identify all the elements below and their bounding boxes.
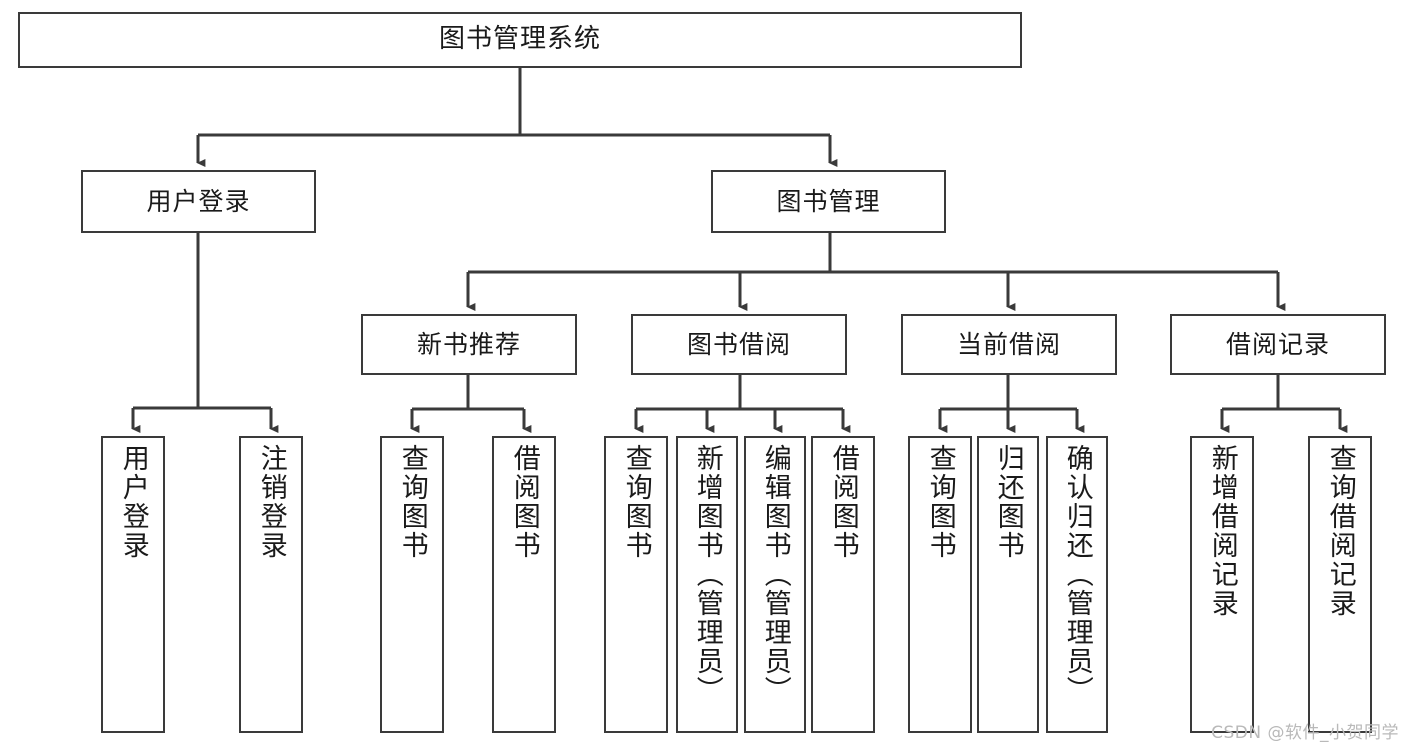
node-label: 新增图书（管理员） bbox=[691, 444, 723, 705]
node-label: 查询图书 bbox=[620, 444, 652, 560]
leaf-book-borrow-borrow[interactable]: 借阅图书 bbox=[811, 436, 875, 733]
leaf-current-borrow-return[interactable]: 归还图书 bbox=[977, 436, 1039, 733]
leaf-book-borrow-add[interactable]: 新增图书（管理员） bbox=[676, 436, 738, 733]
node-label: 图书管理系统 bbox=[438, 24, 601, 55]
node-label: 图书借阅 bbox=[686, 329, 791, 359]
node-label: 当前借阅 bbox=[956, 329, 1061, 359]
node-label: 借阅记录 bbox=[1225, 329, 1330, 359]
node-label: 查询图书 bbox=[924, 444, 956, 560]
leaf-current-borrow-query[interactable]: 查询图书 bbox=[908, 436, 972, 733]
node-label: 确认归还（管理员） bbox=[1061, 444, 1093, 705]
node-label: 借阅图书 bbox=[508, 444, 540, 560]
node-label: 用户登录 bbox=[146, 186, 251, 216]
node-label: 编辑图书（管理员） bbox=[759, 444, 791, 705]
leaf-user-login-login[interactable]: 用户登录 bbox=[101, 436, 165, 733]
node-user-login[interactable]: 用户登录 bbox=[81, 170, 316, 233]
node-book-borrow[interactable]: 图书借阅 bbox=[631, 314, 847, 375]
node-label: 注销登录 bbox=[255, 444, 287, 560]
node-root-system[interactable]: 图书管理系统 bbox=[18, 12, 1022, 68]
leaf-new-book-query[interactable]: 查询图书 bbox=[380, 436, 444, 733]
node-new-book-recommend[interactable]: 新书推荐 bbox=[361, 314, 577, 375]
node-label: 借阅图书 bbox=[827, 444, 859, 560]
leaf-new-book-borrow[interactable]: 借阅图书 bbox=[492, 436, 556, 733]
leaf-current-borrow-confirm[interactable]: 确认归还（管理员） bbox=[1046, 436, 1108, 733]
watermark-text: CSDN @软件_小贺同学 bbox=[1211, 723, 1399, 743]
leaf-borrow-record-add[interactable]: 新增借阅记录 bbox=[1190, 436, 1254, 733]
node-label: 用户登录 bbox=[117, 444, 149, 560]
node-current-borrow[interactable]: 当前借阅 bbox=[901, 314, 1117, 375]
leaf-borrow-record-query[interactable]: 查询借阅记录 bbox=[1308, 436, 1372, 733]
node-label: 归还图书 bbox=[992, 444, 1024, 560]
leaf-user-login-logout[interactable]: 注销登录 bbox=[239, 436, 303, 733]
node-book-management[interactable]: 图书管理 bbox=[711, 170, 946, 233]
leaf-book-borrow-query[interactable]: 查询图书 bbox=[604, 436, 668, 733]
node-label: 新增借阅记录 bbox=[1206, 444, 1238, 618]
node-borrow-record[interactable]: 借阅记录 bbox=[1170, 314, 1386, 375]
node-label: 查询图书 bbox=[396, 444, 428, 560]
node-label: 查询借阅记录 bbox=[1324, 444, 1356, 618]
node-label: 图书管理 bbox=[776, 186, 881, 216]
node-label: 新书推荐 bbox=[416, 329, 521, 359]
leaf-book-borrow-edit[interactable]: 编辑图书（管理员） bbox=[744, 436, 806, 733]
